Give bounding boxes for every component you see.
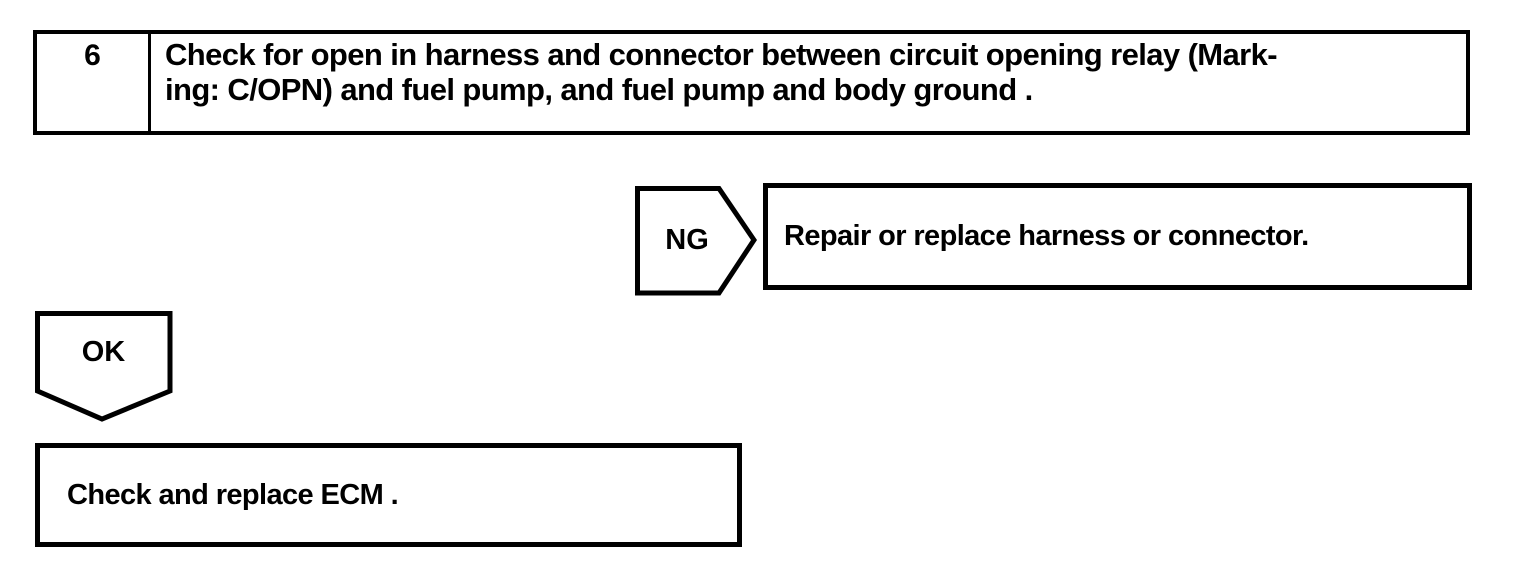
step-instruction: Check for open in harness and connector …	[151, 34, 1466, 131]
ok-action-box: Check and replace ECM .	[35, 443, 742, 547]
ng-action-text: Repair or replace harness or connector.	[784, 220, 1309, 252]
ng-label: NG	[665, 223, 709, 256]
step-instruction-line2: ing: C/OPN) and fuel pump, and fuel pump…	[165, 72, 1033, 107]
ng-pentagon-right-icon	[635, 186, 757, 296]
ng-connector: NG	[635, 186, 757, 296]
step-box: 6 Check for open in harness and connecto…	[33, 30, 1470, 135]
step-instruction-line1: Check for open in harness and connector …	[165, 37, 1278, 72]
ok-action-text: Check and replace ECM .	[67, 478, 399, 511]
ok-pentagon-down-icon	[35, 311, 173, 422]
ok-connector: OK	[35, 311, 174, 423]
ng-action-box: Repair or replace harness or connector.	[763, 183, 1472, 290]
step-number: 6	[37, 34, 151, 131]
ok-label: OK	[81, 335, 126, 368]
